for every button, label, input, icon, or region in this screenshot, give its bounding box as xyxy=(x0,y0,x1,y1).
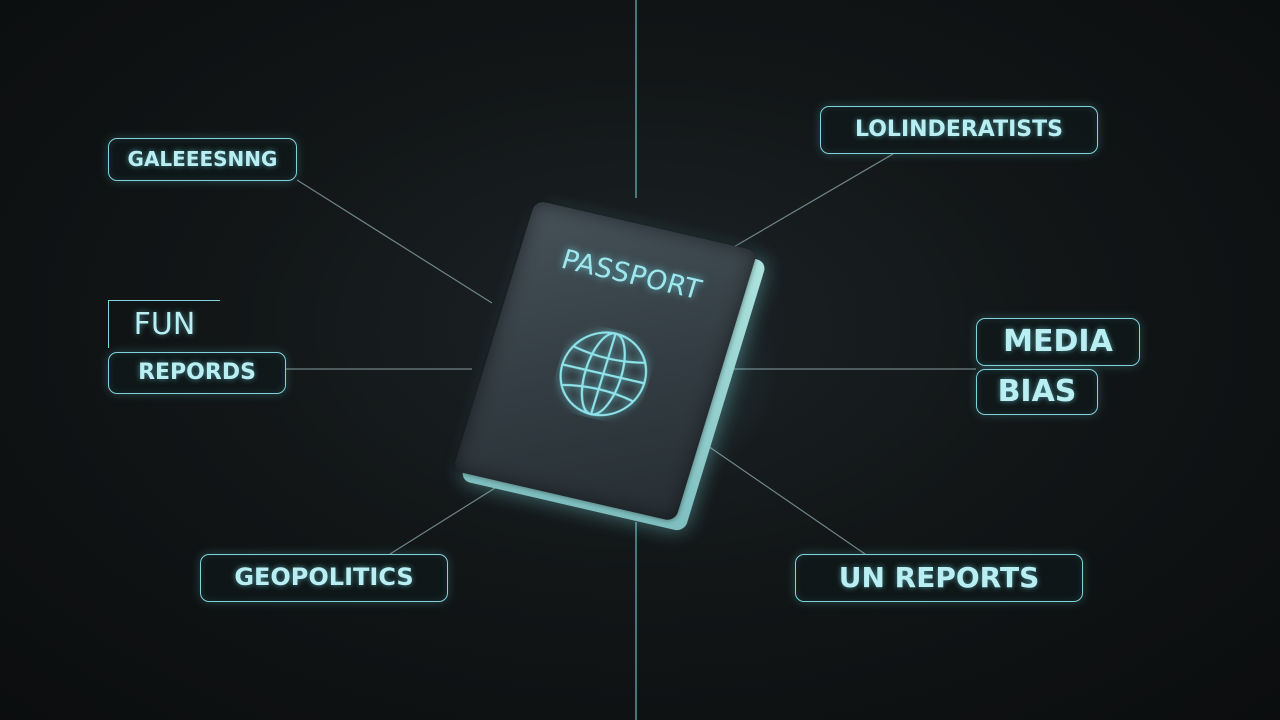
node-un-reports: UN REPORTS xyxy=(795,554,1083,602)
passport-title: PASSPORT xyxy=(557,244,706,306)
node-bias: BIAS xyxy=(976,369,1098,415)
node-geopolitics: GEOPOLITICS xyxy=(200,554,448,602)
globe-icon xyxy=(559,331,648,417)
node-reports-left: REPORDS xyxy=(108,352,286,394)
connector-top-right xyxy=(731,153,894,249)
node-top-right: LOLINDERATISTS xyxy=(820,106,1098,154)
passport-cover: PASSPORT xyxy=(452,200,758,522)
passport: PASSPORT xyxy=(450,200,767,533)
connector-bottom-right xyxy=(691,434,866,555)
node-top-left: GALEEESNNG xyxy=(108,138,297,181)
connector-bottom-left xyxy=(389,487,496,555)
node-fun: FUN xyxy=(108,300,220,348)
connector-top-left xyxy=(296,179,493,304)
node-media: MEDIA xyxy=(976,318,1140,366)
